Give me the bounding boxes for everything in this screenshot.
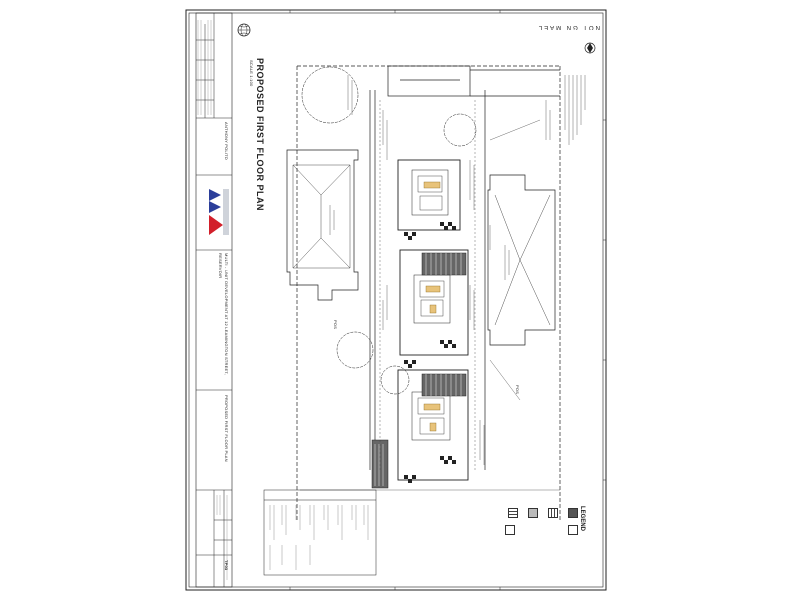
tile-patterns (404, 222, 456, 483)
hatch-lines (374, 253, 462, 486)
edge-ticks (289, 10, 606, 590)
outer-border (185, 9, 607, 591)
legend-swatch-6 (505, 525, 515, 535)
company-logo (207, 185, 229, 235)
pos-label-1: POS (333, 320, 338, 330)
legend-swatch-3 (528, 508, 538, 518)
hatched-areas (371, 252, 467, 489)
annotation-lines (329, 75, 586, 465)
globe-icon (237, 23, 251, 37)
unit-1 (397, 159, 461, 231)
schedule-table (263, 489, 377, 576)
legend-swatch-2 (548, 508, 558, 518)
site-plan (286, 65, 561, 520)
drawing-number: TP03 (224, 560, 229, 571)
north-arrow-icon (584, 42, 596, 54)
dimension-lines (300, 100, 560, 491)
scale-label: SCALE 1:100 (249, 60, 254, 87)
inner-border (188, 12, 604, 588)
schedule-rows (269, 505, 369, 570)
pos-label-2: POS (515, 385, 520, 395)
drawing-title-block: PROPOSED FIRST FLOOR PLAN (224, 395, 229, 462)
legend-swatch-1 (568, 508, 578, 518)
project-name: MULTI - UNIT DEVELOPMENT AT 12 LEAMINGTO… (218, 253, 229, 375)
north-label: NOT GN MAEL (536, 24, 600, 30)
legend-swatch-4 (508, 508, 518, 518)
drawing-title: PROPOSED FIRST FLOOR PLAN (255, 58, 265, 212)
legend-swatch-5 (568, 525, 578, 535)
stairs (423, 181, 441, 432)
designer-name: ANTHONY POLITO (224, 122, 229, 160)
legend-title: LEGEND (579, 506, 585, 532)
